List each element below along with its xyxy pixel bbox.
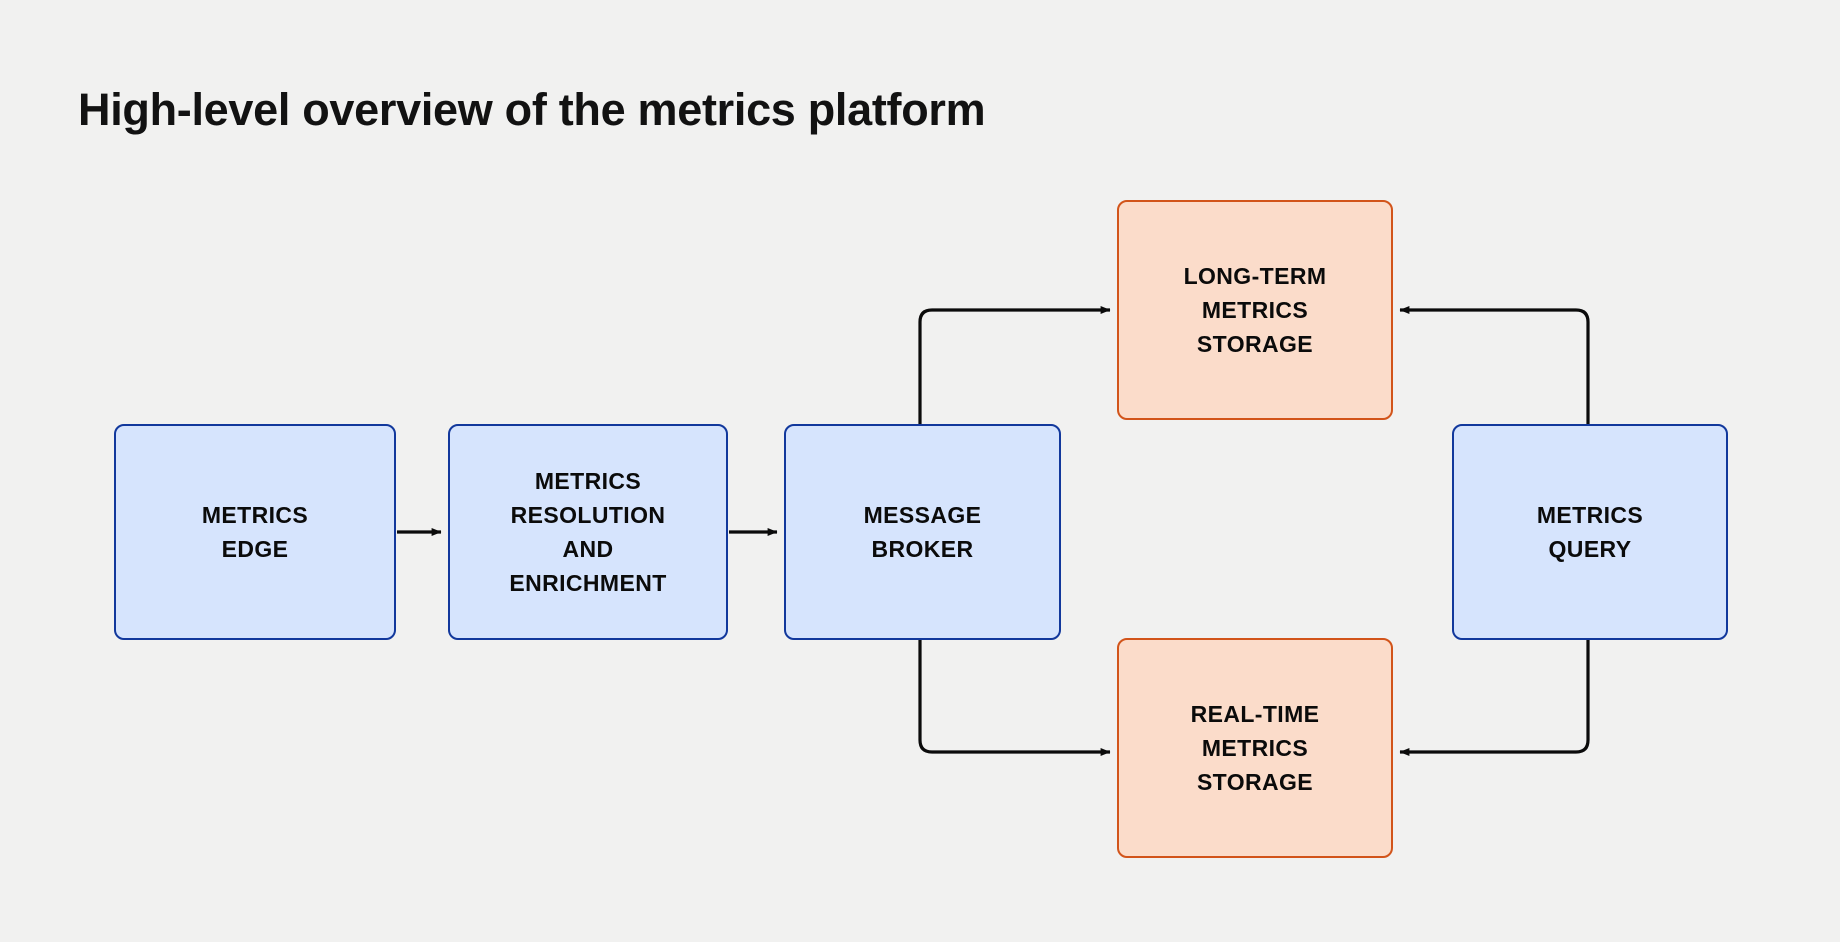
edge-message-broker-to-long-term-storage [918, 306, 1111, 424]
node-long-term-metrics-storage-label: LONG-TERM METRICS STORAGE [1183, 263, 1327, 357]
node-message-broker[interactable]: MESSAGE BROKER [784, 424, 1061, 640]
node-message-broker-label: MESSAGE BROKER [863, 502, 982, 562]
edge-metrics-query-to-real-time-storage [1399, 640, 1590, 756]
node-real-time-metrics-storage-label: REAL-TIME METRICS STORAGE [1190, 701, 1320, 795]
edge-message-broker-to-real-time-storage [918, 640, 1111, 756]
node-real-time-metrics-storage[interactable]: REAL-TIME METRICS STORAGE [1117, 638, 1393, 858]
node-metrics-resolution-and-enrichment[interactable]: METRICS RESOLUTION AND ENRICHMENT [448, 424, 728, 640]
page-title: High-level overview of the metrics platf… [78, 84, 986, 135]
node-metrics-resolution-and-enrichment-label: METRICS RESOLUTION AND ENRICHMENT [509, 468, 667, 596]
node-long-term-metrics-storage[interactable]: LONG-TERM METRICS STORAGE [1117, 200, 1393, 420]
node-metrics-query[interactable]: METRICS QUERY [1452, 424, 1728, 640]
node-metrics-edge[interactable]: METRICS EDGE [114, 424, 396, 640]
node-metrics-query-label: METRICS QUERY [1536, 502, 1644, 562]
edge-metrics-query-to-long-term-storage [1399, 306, 1590, 424]
node-metrics-edge-label: METRICS EDGE [201, 502, 309, 562]
